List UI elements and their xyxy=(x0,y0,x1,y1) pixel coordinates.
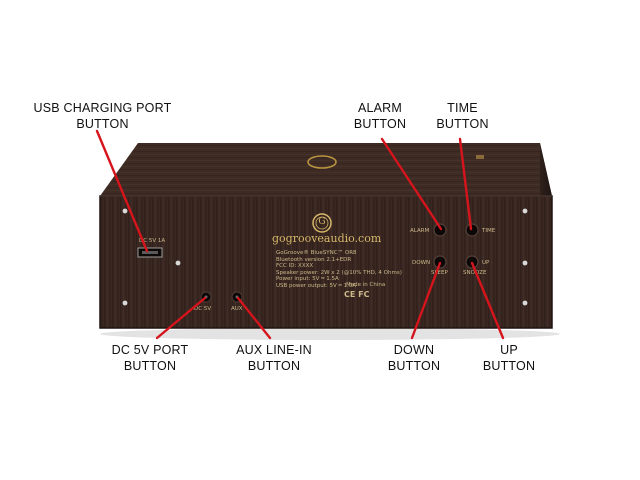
up-leader xyxy=(470,261,505,340)
callout-line: TIME xyxy=(447,101,478,115)
aux-callout: AUX LINE-IN BUTTON xyxy=(219,342,329,374)
time-button[interactable] xyxy=(465,223,479,237)
brand-logo-icon xyxy=(312,213,332,233)
time-callout: TIME BUTTON xyxy=(425,100,500,132)
spec-line: Speaker power: 2W x 2 (@10% THD, 4 Ohms) xyxy=(276,269,402,276)
screw-icon xyxy=(122,208,128,214)
callout-line: AUX LINE-IN xyxy=(236,343,312,357)
top-logo-icon xyxy=(307,155,337,169)
aux-port-label: AUX xyxy=(231,306,243,312)
callout-line: BUTTON xyxy=(247,359,301,373)
callout-line: USB CHARGING PORT xyxy=(33,101,172,115)
floor-shadow xyxy=(100,328,560,340)
callout-line: BUTTON xyxy=(387,359,441,373)
screw-icon xyxy=(522,300,528,306)
aux-leader xyxy=(236,296,272,340)
screw-icon xyxy=(122,300,128,306)
up-button-label: UP xyxy=(482,260,490,266)
dc-callout: DC 5V PORT BUTTON xyxy=(100,342,200,374)
usb-port-label: DC 5V 1A xyxy=(139,238,166,244)
time-button-label: TIME xyxy=(482,228,496,234)
spec-block: GoGroove® BlueSYNC™ OR8 Bluetooth versio… xyxy=(276,250,402,289)
spec-line: GoGroove® BlueSYNC™ OR8 xyxy=(276,250,357,256)
callout-line: UP xyxy=(500,343,518,357)
callout-line: DC 5V PORT xyxy=(111,343,189,357)
down-sub-label: SLEEP xyxy=(431,270,448,276)
callout-line: BUTTON xyxy=(436,117,489,131)
spec-line: FCC ID: XXXX xyxy=(276,263,314,269)
down-leader xyxy=(410,261,442,340)
alarm-button-label: ALARM xyxy=(410,228,430,234)
top-face xyxy=(100,143,552,196)
logo-letter: G xyxy=(318,217,326,227)
up-sub-label: SNOOZE xyxy=(463,270,487,276)
callout-line: ALARM xyxy=(357,101,403,115)
callout-line: DOWN xyxy=(393,343,435,357)
screw-icon xyxy=(522,260,528,266)
usb-leader xyxy=(95,129,149,253)
alarm-button[interactable] xyxy=(433,223,447,237)
dc-port-label: DC 5V xyxy=(194,306,212,312)
alarm-leader xyxy=(380,137,443,231)
callout-line: BUTTON xyxy=(482,359,536,373)
usb-callout: USB CHARGING PORT BUTTON xyxy=(30,100,175,132)
down-button-label: DOWN xyxy=(412,260,431,266)
callout-line: BUTTON xyxy=(123,359,177,373)
screw-icon xyxy=(175,260,181,266)
time-leader xyxy=(458,137,473,231)
spec-line: USB power output: 5V ═ 1.0A xyxy=(276,282,357,289)
dc-leader xyxy=(155,296,207,340)
callout-line: BUTTON xyxy=(76,117,129,131)
spec-line: Power input: 5V ═ 1.5A xyxy=(276,276,339,282)
screw-icon xyxy=(522,208,528,214)
brand-url: gogrooveaudio.com xyxy=(272,232,382,245)
alarm-callout: ALARM BUTTON xyxy=(340,100,420,132)
cert-marks: CE FC xyxy=(344,290,370,299)
callout-line: BUTTON xyxy=(353,117,407,131)
origin-label: Made in China xyxy=(346,282,386,288)
down-callout: DOWN BUTTON xyxy=(378,342,450,374)
spec-line: Bluetooth version 2.1+EDR xyxy=(276,256,352,263)
up-callout: UP BUTTON xyxy=(474,342,544,374)
